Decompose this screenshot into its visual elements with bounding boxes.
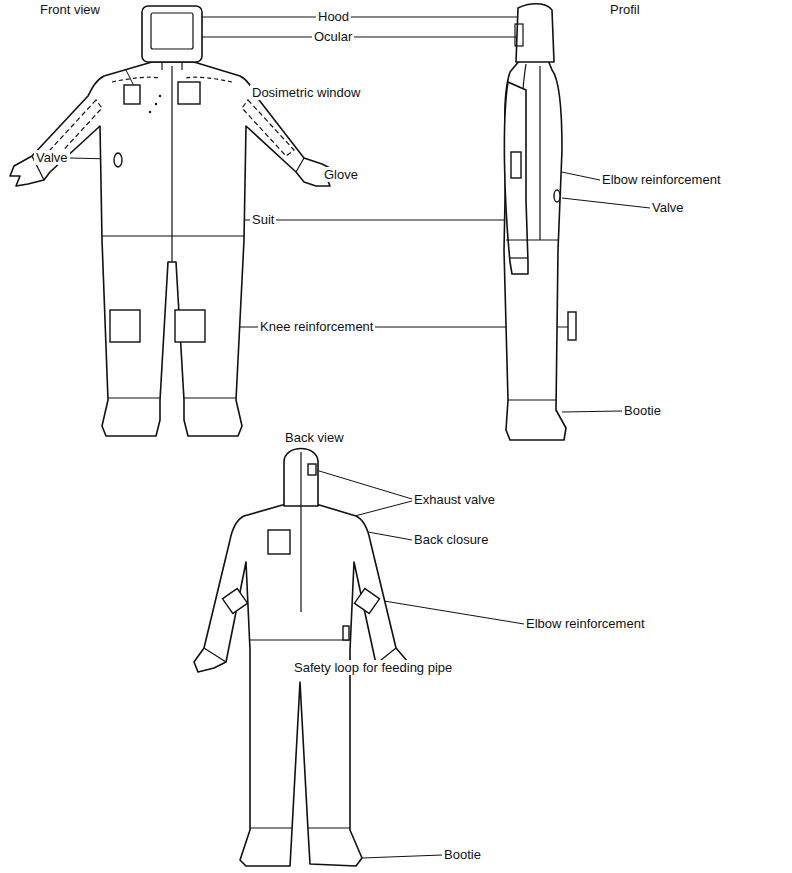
part-name: Safety loop for feeding pipe — [292, 660, 454, 675]
part-name: Bootie — [442, 847, 483, 862]
part-name: Dosimetric window — [250, 85, 362, 100]
part-name: Elbow reinforcement — [600, 172, 723, 187]
part-name: Valve — [650, 200, 686, 215]
part-name: Exhaust valve — [412, 492, 497, 507]
part-name: Elbow reinforcement — [524, 616, 647, 631]
part-name: Glove — [322, 167, 360, 182]
part-name: Valve — [34, 150, 70, 165]
part-name: Hood — [316, 9, 351, 24]
front-suit — [10, 6, 334, 436]
part-name: Ocular — [312, 29, 354, 44]
view-title: Back view — [283, 430, 346, 445]
view-title: Front view — [38, 2, 102, 17]
back-suit — [194, 449, 408, 867]
part-name: Back closure — [412, 532, 490, 547]
profile-suit — [504, 4, 576, 440]
view-title: Profil — [608, 2, 642, 17]
part-name: Bootie — [622, 403, 663, 418]
part-name: Knee reinforcement — [258, 319, 375, 334]
part-name: Suit — [250, 212, 276, 227]
